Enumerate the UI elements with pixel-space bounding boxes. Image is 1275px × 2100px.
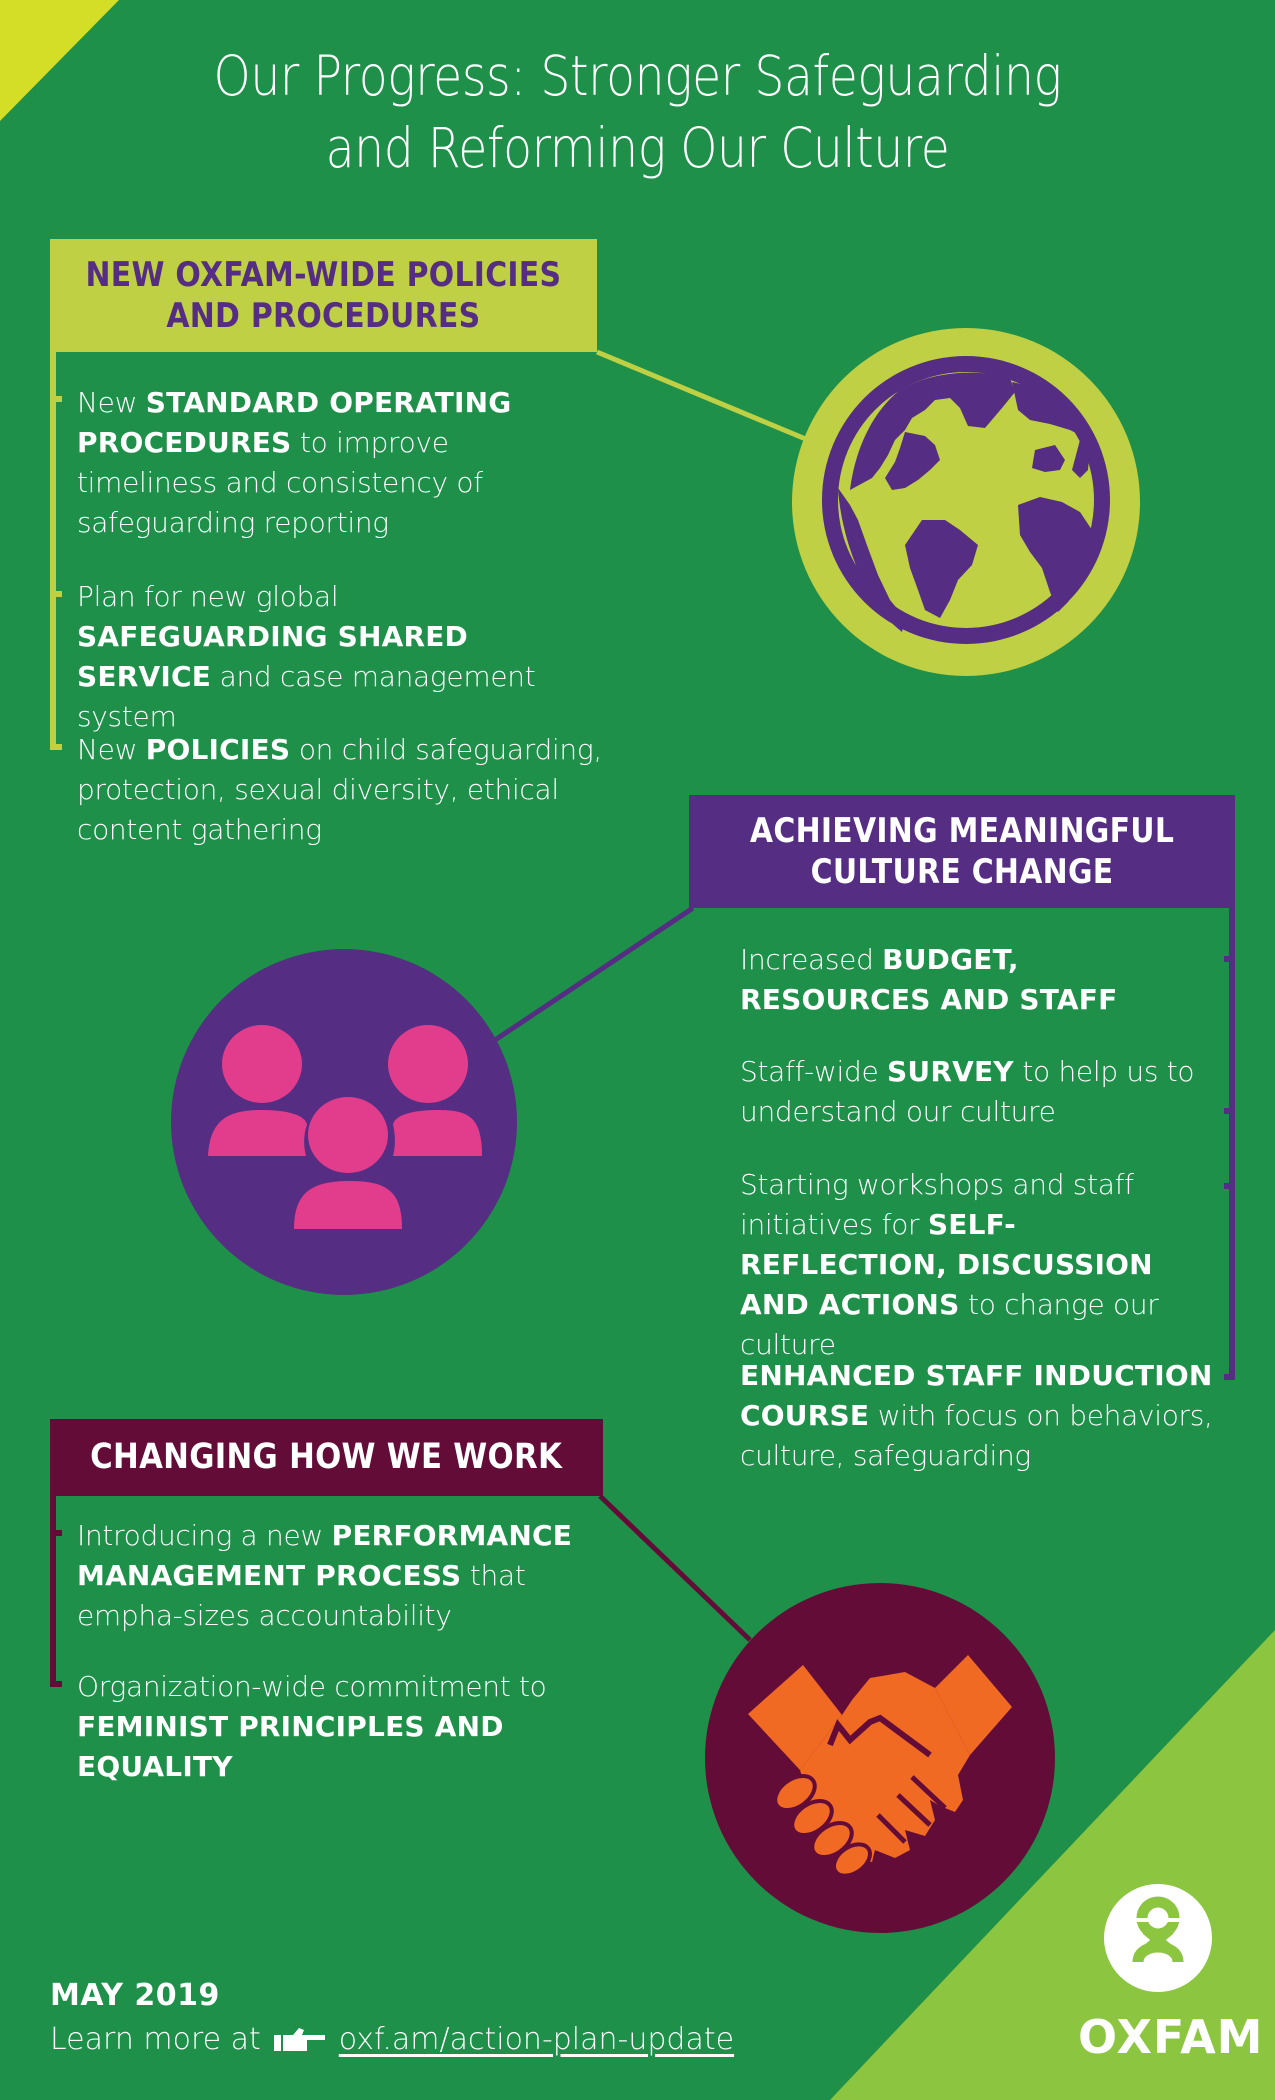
page-title: Our Progress: Stronger Safeguarding and …	[0, 40, 1275, 184]
list-item: New STANDARD OPERATING PROCEDURES to imp…	[77, 386, 512, 539]
heading-line: NEW OXFAM-WIDE POLICIES	[85, 254, 562, 295]
list-item: ENHANCED STAFF INDUCTION COURSE with foc…	[740, 1359, 1213, 1472]
section1-connector-line	[596, 349, 809, 443]
list-item: Introducing a new PERFORMANCE MANAGEMENT…	[77, 1519, 573, 1632]
action-plan-link[interactable]: oxf.am/action-plan-update	[338, 2022, 735, 2057]
page-title-line1: Our Progress: Stronger Safeguarding	[213, 44, 1062, 108]
people-group-icon	[171, 949, 517, 1295]
list-item: New POLICIES on child safeguarding, prot…	[77, 733, 602, 846]
section-heading-how-we-work: CHANGING HOW WE WORK	[50, 1419, 603, 1496]
publication-date: MAY 2019	[50, 1978, 220, 2013]
page-title-line2: and Reforming Our Culture	[325, 116, 950, 180]
list-item: Staff-wide SURVEY to help us to understa…	[740, 1055, 1195, 1128]
list-item: Organization-wide commitment to FEMINIST…	[77, 1670, 547, 1783]
list-item: Plan for new global SAFEGUARDING SHARED …	[77, 580, 536, 733]
section2-bracket	[1224, 908, 1235, 1380]
heading-line: CULTURE CHANGE	[810, 851, 1114, 892]
section1-bracket	[50, 352, 62, 750]
section3-connector-line	[598, 1494, 752, 1642]
handshake-icon	[705, 1583, 1055, 1933]
section-heading-policies: NEW OXFAM-WIDE POLICIES AND PROCEDURES	[50, 239, 597, 352]
corner-triangle-top-left	[0, 0, 119, 121]
heading-line: CHANGING HOW WE WORK	[90, 1437, 563, 1477]
section-heading-culture-change: ACHIEVING MEANINGFUL CULTURE CHANGE	[689, 795, 1235, 908]
oxfam-logo-icon	[1104, 1884, 1212, 1992]
heading-line: AND PROCEDURES	[166, 295, 481, 336]
globe-icon	[792, 328, 1140, 676]
learn-more-row: Learn more at oxf.am/action-plan-update	[50, 2022, 734, 2057]
learn-more-label: Learn more at	[50, 2022, 261, 2057]
pointing-hand-icon	[273, 2027, 325, 2051]
heading-line: ACHIEVING MEANINGFUL	[749, 810, 1175, 851]
oxfam-wordmark: OXFAM	[1078, 2010, 1264, 2064]
section3-bracket	[50, 1496, 62, 1687]
list-item: Increased BUDGET, RESOURCES AND STAFF	[740, 943, 1118, 1016]
list-item: Starting workshops and staff initiatives…	[740, 1168, 1159, 1361]
section2-connector-line	[493, 905, 695, 1043]
